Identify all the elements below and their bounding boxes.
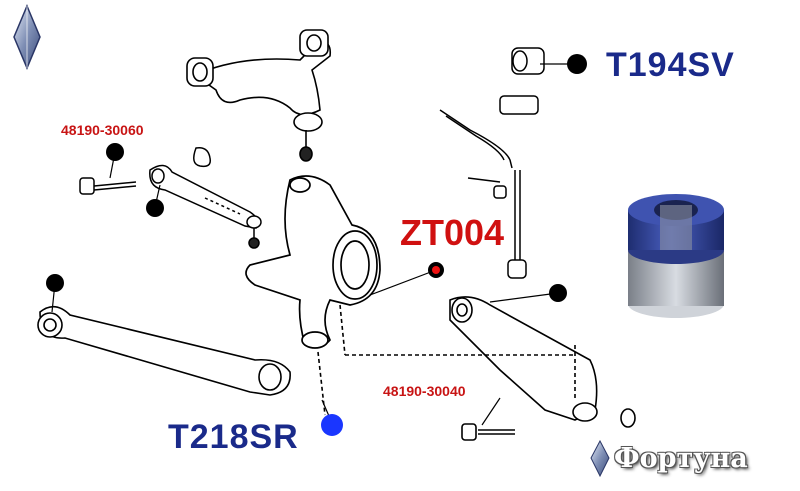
bushing-photo bbox=[628, 194, 724, 318]
upper-control-arm bbox=[186, 29, 332, 162]
label-t194sv: T194SV bbox=[606, 46, 735, 84]
label-part-upper: 48190-30060 bbox=[61, 122, 144, 138]
label-part-lower: 48190-30040 bbox=[383, 383, 466, 399]
lower-trailing-arm bbox=[37, 305, 326, 416]
label-t218sr: T218SR bbox=[168, 418, 299, 456]
lower-control-arm bbox=[339, 296, 636, 441]
brand-diamond-icon bbox=[590, 439, 610, 478]
marker-lower-arm bbox=[549, 284, 567, 302]
label-zt004: ZT004 bbox=[400, 212, 505, 253]
brand-name: Фортуна bbox=[614, 443, 748, 474]
marker-t194sv bbox=[567, 54, 587, 74]
steering-knuckle bbox=[245, 175, 381, 349]
stabilizer-bar bbox=[439, 47, 545, 279]
marker-upper-link bbox=[146, 199, 164, 217]
marker-trailing-arm bbox=[46, 274, 64, 292]
marker-t218sr bbox=[321, 414, 343, 436]
marker-part-upper bbox=[106, 143, 124, 161]
upper-link-arm bbox=[79, 146, 262, 249]
marker-dots bbox=[46, 54, 587, 436]
diamond-logo-icon bbox=[13, 4, 41, 70]
